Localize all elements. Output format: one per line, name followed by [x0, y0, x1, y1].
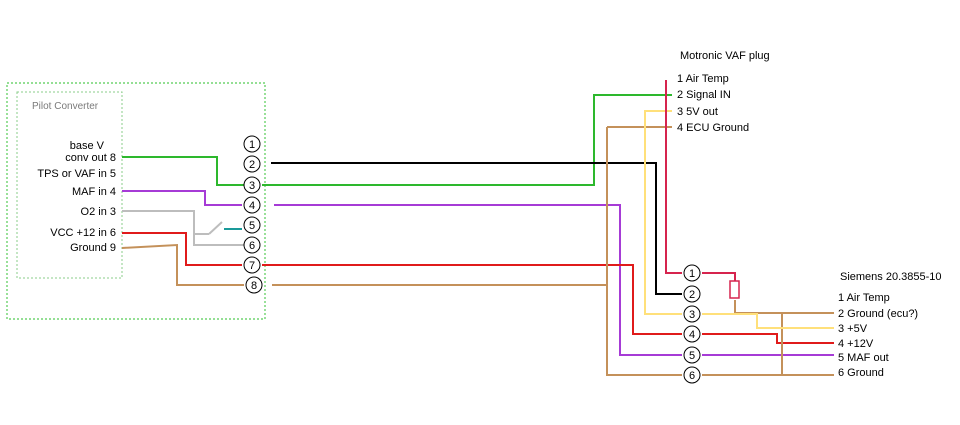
- svg-text:1: 1: [249, 139, 255, 151]
- siemens-pin-5: 5 MAF out: [838, 352, 889, 364]
- wire-red-vcc-mid: [262, 264, 682, 335]
- wire-yellow-5v-out: [702, 313, 834, 329]
- left-pin-2: 2: [243, 155, 261, 173]
- siemens-pin-6: 6 Ground: [838, 367, 884, 379]
- wire-crimson-air-temp: [665, 80, 682, 274]
- left-pin-4: 4: [243, 196, 261, 214]
- svg-text:8: 8: [251, 280, 257, 292]
- wire-black-ground: [271, 162, 682, 295]
- svg-text:5: 5: [689, 350, 695, 362]
- siemens-pin-2: 2 Ground (ecu?): [838, 308, 918, 320]
- middle-pin-2: 2: [683, 285, 701, 303]
- svg-text:4: 4: [689, 329, 695, 341]
- middle-pin-3: 3: [683, 305, 701, 323]
- motronic-title: Motronic VAF plug: [680, 50, 770, 62]
- svg-text:7: 7: [249, 260, 255, 272]
- wire-purple-maf-in: [122, 190, 242, 206]
- left-pin-7: 7: [243, 256, 261, 274]
- middle-pin-6: 6: [683, 366, 701, 384]
- wire-brown-siemens-2: [734, 300, 834, 314]
- svg-text:2: 2: [249, 159, 255, 171]
- wire-purple-maf-mid: [274, 204, 682, 356]
- siemens-pin-1: 1 Air Temp: [838, 292, 890, 304]
- svg-text:4: 4: [249, 200, 255, 212]
- middle-connector: 1 2 3 4 5 6: [683, 264, 701, 384]
- pilot-label-ground: Ground 9: [70, 242, 116, 254]
- siemens-pin-4: 4 +12V: [838, 338, 874, 350]
- left-pin-5: 5: [243, 216, 261, 234]
- svg-text:6: 6: [689, 370, 695, 382]
- left-connector: 1 2 3 4 5 6 7 8: [243, 135, 263, 294]
- left-pin-3: 3: [243, 176, 261, 194]
- pilot-converter-outer-box: [6, 82, 266, 320]
- wire-red-vcc-out: [702, 333, 834, 344]
- motronic-pin-4: 4 ECU Ground: [677, 122, 749, 134]
- motronic-pin-3: 3 5V out: [677, 106, 718, 118]
- wire-grey-switch: [208, 221, 223, 235]
- wire-brown-ecu-ground: [606, 127, 682, 376]
- svg-text:3: 3: [249, 180, 255, 192]
- pilot-label-maf-in: MAF in 4: [72, 186, 116, 198]
- resistor-icon: [729, 280, 740, 299]
- middle-pin-1: 1: [683, 264, 701, 282]
- wire-yellow-5v: [644, 110, 682, 315]
- pilot-label-conv-out: conv out 8: [65, 152, 116, 164]
- wire-red-vcc-in: [122, 232, 242, 266]
- pilot-label-o2-in: O2 in 3: [81, 206, 116, 218]
- left-pin-6: 6: [243, 236, 261, 254]
- pilot-label-vcc-in: VCC +12 in 6: [50, 227, 116, 239]
- svg-text:1: 1: [689, 268, 695, 280]
- wire-brown-ground-in: [121, 243, 244, 286]
- svg-text:3: 3: [689, 309, 695, 321]
- wire-grey-o2: [122, 210, 244, 246]
- pilot-label-tps-vaf-in: TPS or VAF in 5: [37, 168, 116, 180]
- wire-crimson-air-temp-out: [702, 272, 736, 281]
- left-pin-8: 8: [245, 276, 263, 294]
- middle-pin-4: 4: [683, 325, 701, 343]
- svg-text:5: 5: [249, 220, 255, 232]
- siemens-pin-3: 3 +5V: [838, 323, 868, 335]
- svg-text:2: 2: [689, 289, 695, 301]
- wire-green-conv-out: [122, 156, 244, 186]
- wire-green-signal-in: [262, 94, 672, 186]
- pilot-converter-title: Pilot Converter: [32, 101, 99, 112]
- motronic-pin-2: 2 Signal IN: [677, 89, 731, 101]
- svg-text:6: 6: [249, 240, 255, 252]
- motronic-pin-1: 1 Air Temp: [677, 73, 729, 85]
- left-pin-1: 1: [243, 135, 261, 153]
- pilot-converter-inner-box: [16, 91, 123, 279]
- middle-pin-5: 5: [683, 346, 701, 364]
- pilot-label-base-v: base V: [70, 140, 105, 152]
- siemens-title: Siemens 20.3855-10: [840, 271, 942, 283]
